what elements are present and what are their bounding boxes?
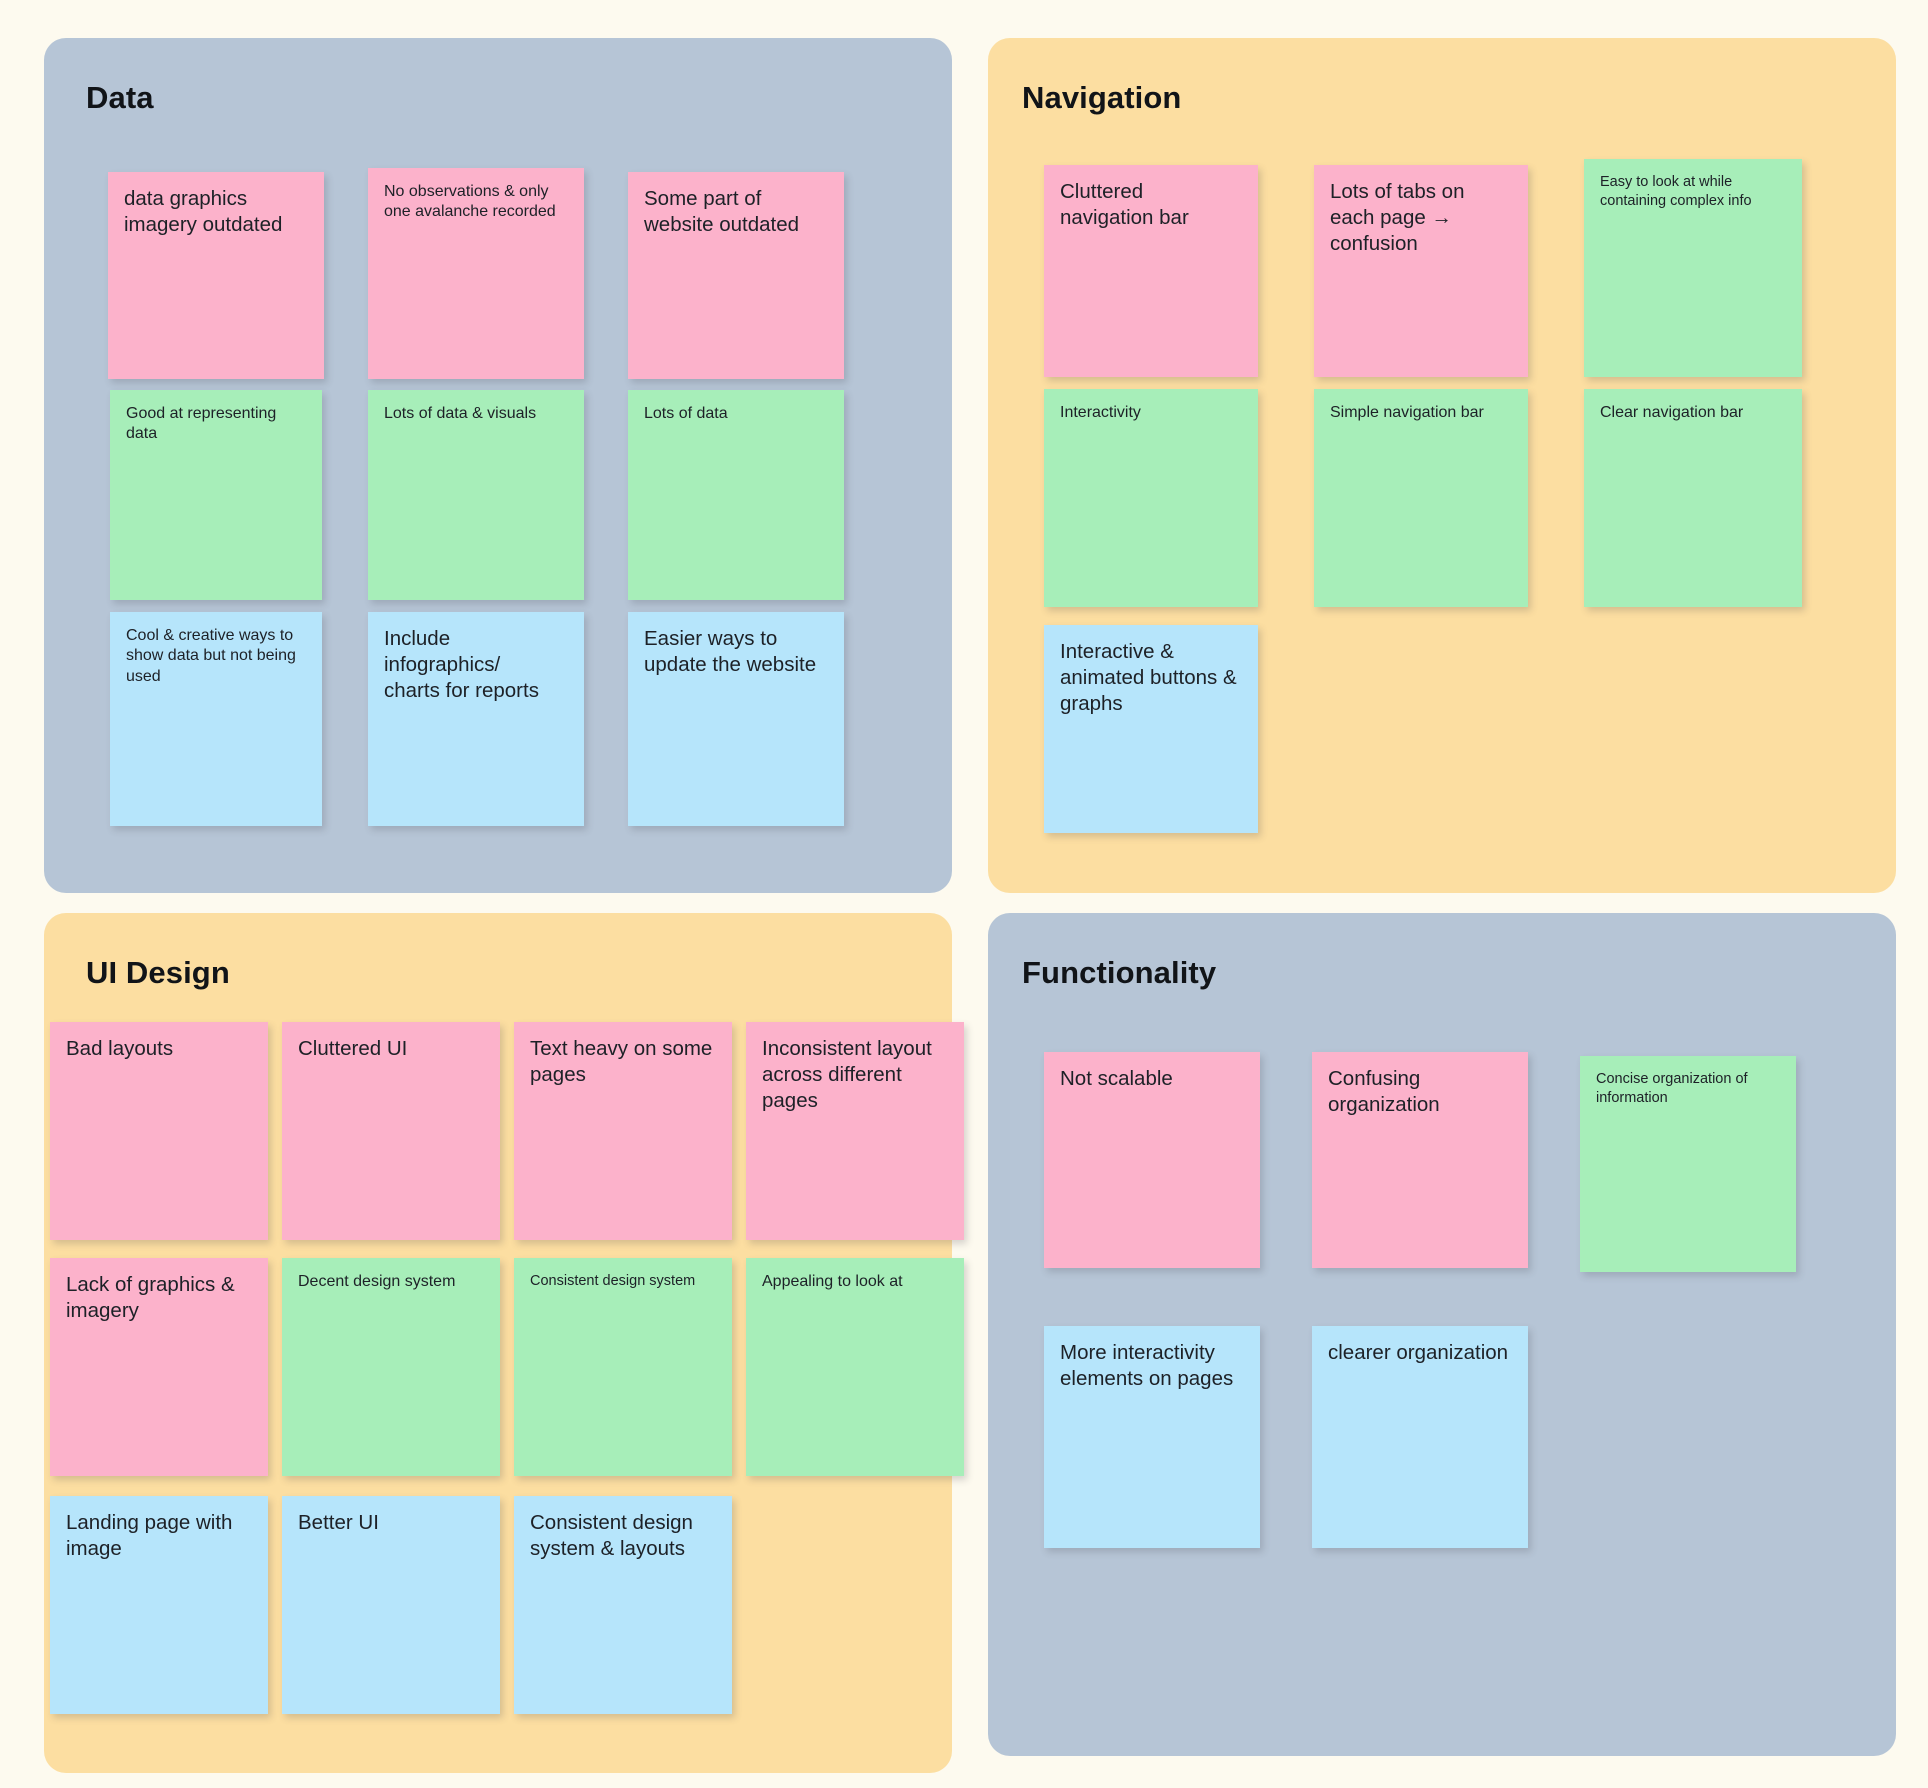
sticky-note[interactable]: Good at representing data <box>110 390 322 600</box>
sticky-note[interactable]: Decent design system <box>282 1258 500 1476</box>
sticky-note[interactable]: Inconsistent layout across different pag… <box>746 1022 964 1240</box>
quadrant-title-data: Data <box>86 80 154 115</box>
sticky-note[interactable]: Lots of data <box>628 390 844 600</box>
sticky-note[interactable]: No observations & only one avalanche rec… <box>368 168 584 379</box>
sticky-note[interactable]: Landing page with image <box>50 1496 268 1714</box>
sticky-note[interactable]: Simple navigation bar <box>1314 389 1528 607</box>
sticky-note[interactable]: Lots of data & visuals <box>368 390 584 600</box>
sticky-note[interactable]: Appealing to look at <box>746 1258 964 1476</box>
sticky-note[interactable]: Interactivity <box>1044 389 1258 607</box>
quadrant-title-navigation: Navigation <box>1022 80 1182 115</box>
sticky-note[interactable]: Interactive & animated buttons & graphs <box>1044 625 1258 833</box>
sticky-note[interactable]: clearer organization <box>1312 1326 1528 1548</box>
sticky-note[interactable]: Include infographics/ charts for reports <box>368 612 584 826</box>
sticky-note[interactable]: Consistent design system & layouts <box>514 1496 732 1714</box>
sticky-note[interactable]: Confusing organization <box>1312 1052 1528 1268</box>
sticky-note[interactable]: Cluttered UI <box>282 1022 500 1240</box>
sticky-note[interactable]: Some part of website outdated <box>628 172 844 379</box>
sticky-note[interactable]: Cluttered navigation bar <box>1044 165 1258 377</box>
sticky-note[interactable]: Text heavy on some pages <box>514 1022 732 1240</box>
sticky-note[interactable]: More interactivity elements on pages <box>1044 1326 1260 1548</box>
sticky-note[interactable]: Cool & creative ways to show data but no… <box>110 612 322 826</box>
sticky-note[interactable]: data graphics imagery outdated <box>108 172 324 379</box>
quadrant-title-ui-design: UI Design <box>86 955 230 990</box>
sticky-note[interactable]: Lots of tabs on each page → confusion <box>1314 165 1528 377</box>
sticky-note[interactable]: Better UI <box>282 1496 500 1714</box>
quadrant-title-functionality: Functionality <box>1022 955 1217 990</box>
sticky-note[interactable]: Bad layouts <box>50 1022 268 1240</box>
sticky-note[interactable]: Concise organization of information <box>1580 1056 1796 1272</box>
sticky-note[interactable]: Consistent design system <box>514 1258 732 1476</box>
sticky-note[interactable]: Easy to look at while containing complex… <box>1584 159 1802 377</box>
sticky-note[interactable]: Easier ways to update the website <box>628 612 844 826</box>
sticky-note[interactable]: Lack of graphics & imagery <box>50 1258 268 1476</box>
sticky-note[interactable]: Not scalable <box>1044 1052 1260 1268</box>
sticky-note[interactable]: Clear navigation bar <box>1584 389 1802 607</box>
